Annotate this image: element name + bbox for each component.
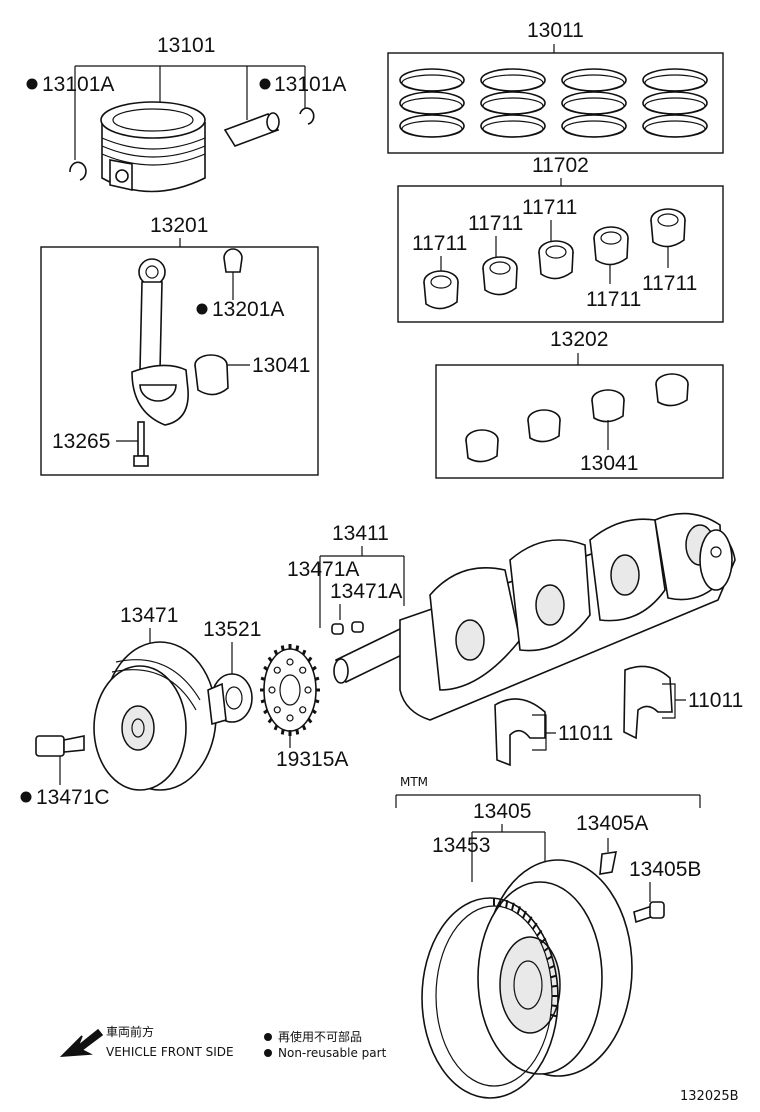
snap-ring-left xyxy=(69,161,87,181)
label-13411: 13411 xyxy=(332,522,389,545)
label-13265: 13265 xyxy=(52,430,110,453)
label-13405B: 13405B xyxy=(629,858,701,881)
label-13471A-b: 13471A xyxy=(330,580,402,603)
piston xyxy=(100,101,206,193)
non-reusable-dot-icon xyxy=(20,791,32,803)
flywheel xyxy=(477,859,633,1077)
label-11711-e: 11711 xyxy=(642,272,697,295)
rod-bearing-group: 13202 13041 xyxy=(435,328,724,479)
label-11711-d: 11711 xyxy=(586,288,641,311)
main-bearing-box xyxy=(397,185,724,323)
label-11711-b: 11711 xyxy=(468,212,523,235)
label-13201: 13201 xyxy=(150,214,208,237)
front-arrow-icon xyxy=(59,1028,104,1057)
label-13471: 13471 xyxy=(120,604,178,627)
piston-group: 13101 13101A 13101A xyxy=(26,34,346,193)
non-reusable-dot-icon xyxy=(26,78,38,90)
label-13471A-a: 13471A xyxy=(287,558,359,581)
rod-bolt xyxy=(133,421,149,467)
dowel-pin xyxy=(599,851,618,875)
non-reusable-dot-icon xyxy=(259,78,271,90)
connecting-rod xyxy=(131,258,189,426)
non-reusable-dot-icon xyxy=(264,1033,272,1041)
label-13041-box: 13041 xyxy=(580,452,638,475)
label-11011-a: 11011 xyxy=(558,722,613,745)
rod-bearing xyxy=(194,354,229,396)
label-11711-a: 11711 xyxy=(412,232,467,255)
snap-ring-right xyxy=(299,107,315,125)
crankshaft-group: 13411 13471A 13471A xyxy=(287,512,736,721)
label-13471C: 13471C xyxy=(36,786,110,809)
crankshaft xyxy=(333,512,736,721)
sprocket xyxy=(260,644,320,736)
thrust-washer-right xyxy=(623,665,673,740)
legend-front-en: VEHICLE FRONT SIDE xyxy=(106,1045,234,1059)
crankshaft-pulley xyxy=(93,641,217,791)
piston-rings xyxy=(399,68,708,138)
thrust-washer-group: 11011 11011 xyxy=(494,665,743,767)
crankshaft-timing-gear xyxy=(207,673,253,726)
non-reusable-dot-icon xyxy=(264,1049,272,1057)
legend-nonreuse-jp: 再使用不可部品 xyxy=(278,1029,362,1044)
label-13201A: 13201A xyxy=(212,298,284,321)
label-11011-b: 11011 xyxy=(688,689,743,712)
thrust-washer-lower xyxy=(494,698,546,767)
label-13011: 13011 xyxy=(527,19,584,42)
gear-group: 13521 19315A xyxy=(203,618,348,771)
pulley-group: 13471 13471C xyxy=(20,604,217,809)
label-13101A-right: 13101A xyxy=(274,73,346,96)
label-13521: 13521 xyxy=(203,618,261,641)
pulley-bolt xyxy=(35,735,85,757)
label-13405A: 13405A xyxy=(576,812,648,835)
label-13101A-left: 13101A xyxy=(42,73,114,96)
label-13202: 13202 xyxy=(550,328,608,351)
label-13405: 13405 xyxy=(473,800,531,823)
non-reusable-dot-icon xyxy=(196,303,208,315)
flywheel-bolt xyxy=(633,901,665,924)
label-mtm: MTM xyxy=(400,775,428,789)
ring-set-group: 13011 xyxy=(387,19,724,154)
legend: 車両前方 VEHICLE FRONT SIDE 再使用不可部品 Non-reus… xyxy=(59,1024,387,1060)
piston-pin xyxy=(223,112,280,147)
diagram-id: 132025B xyxy=(680,1089,739,1104)
mtm-group: MTM 13405 13453 13405A 13405B xyxy=(395,775,701,1099)
ring-set-box xyxy=(387,52,724,154)
bearing-shells xyxy=(423,208,686,310)
sprocket-body xyxy=(263,648,317,732)
key-a xyxy=(331,623,344,635)
label-13453: 13453 xyxy=(432,834,490,857)
legend-front-jp: 車両前方 xyxy=(106,1024,154,1039)
ring-gear xyxy=(421,897,559,1099)
main-bearing-group: 11702 11711 11711 11711 11711 11711 xyxy=(397,154,724,323)
label-11702: 11702 xyxy=(532,154,589,177)
label-13101: 13101 xyxy=(157,34,215,57)
label-19315A: 19315A xyxy=(276,748,348,771)
legend-nonreuse-en: Non-reusable part xyxy=(278,1046,387,1060)
key-b xyxy=(351,621,364,633)
connecting-rod-group: 13201 13201A 13041 13265 xyxy=(40,214,319,476)
label-13041-rod: 13041 xyxy=(252,354,310,377)
rod-bushing xyxy=(223,248,243,273)
label-11711-c: 11711 xyxy=(522,196,577,219)
connecting-rod-box xyxy=(40,246,319,476)
rod-bearing-box xyxy=(435,364,724,479)
rod-bearing-shells xyxy=(465,373,689,463)
